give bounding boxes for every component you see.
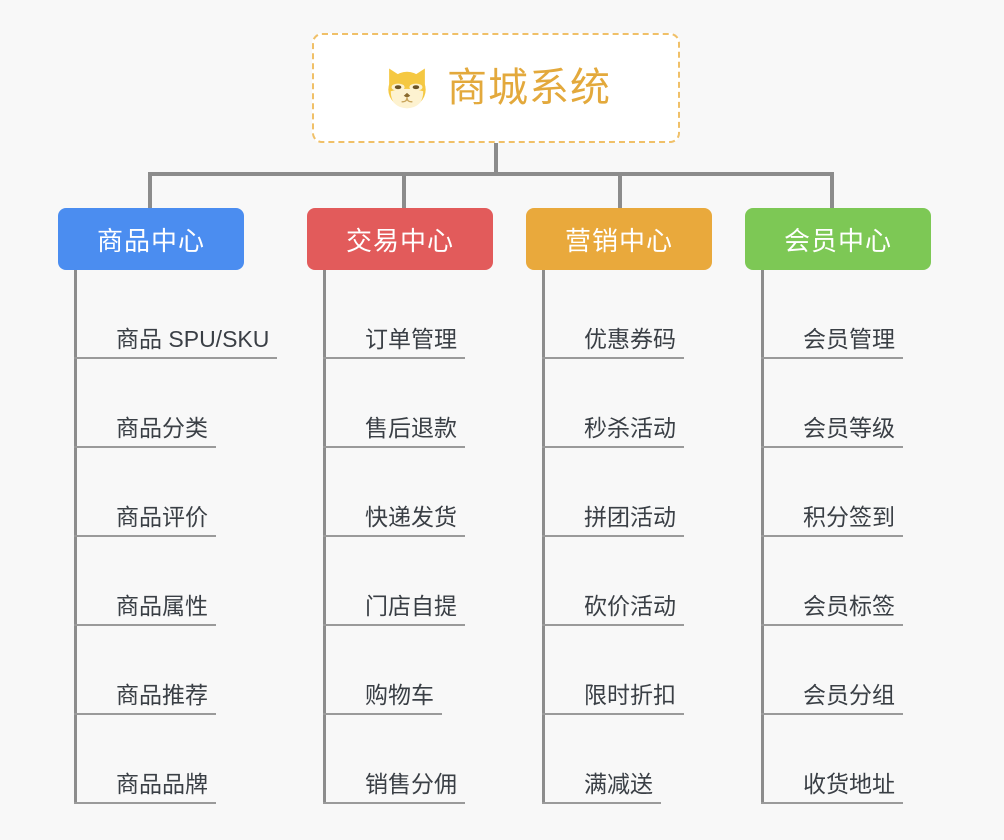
column-trade-center: 交易中心 订单管理 售后退款 快递发货 门店自提 购物车 销售分佣 xyxy=(307,208,493,804)
leaf-item[interactable]: 销售分佣 xyxy=(323,715,493,804)
leaf-item[interactable]: 商品推荐 xyxy=(74,626,277,715)
connector-stem-member-center xyxy=(830,172,834,208)
leaf-label: 拼团活动 xyxy=(576,505,684,537)
leaf-item[interactable]: 订单管理 xyxy=(323,270,493,359)
connector-stem-trade-center xyxy=(402,172,406,208)
leaf-label: 砍价活动 xyxy=(576,594,684,626)
leaf-item[interactable]: 商品属性 xyxy=(74,537,277,626)
column-marketing-center: 营销中心 优惠券码 秒杀活动 拼团活动 砍价活动 限时折扣 满减送 xyxy=(526,208,712,804)
connector-stem-product-center xyxy=(148,172,152,208)
category-label: 会员中心 xyxy=(783,225,892,256)
leaf-item[interactable]: 会员分组 xyxy=(761,626,931,715)
leaf-label: 商品品牌 xyxy=(108,772,216,804)
column-product-center: 商品中心 商品 SPU/SKU 商品分类 商品评价 商品属性 商品推荐 商品品牌 xyxy=(58,208,278,804)
leaf-label: 销售分佣 xyxy=(357,772,465,804)
root-node[interactable]: 商城系统 xyxy=(312,33,680,143)
leaf-label: 快递发货 xyxy=(357,505,465,537)
leaf-item[interactable]: 满减送 xyxy=(542,715,712,804)
leaf-item[interactable]: 拼团活动 xyxy=(542,448,712,537)
connector-horizontal-bus xyxy=(148,172,834,176)
leaf-item[interactable]: 秒杀活动 xyxy=(542,359,712,448)
leaf-item[interactable]: 积分签到 xyxy=(761,448,931,537)
leaf-label: 商品分类 xyxy=(108,416,216,448)
leaf-item[interactable]: 商品分类 xyxy=(74,359,277,448)
leaf-label: 商品推荐 xyxy=(108,683,216,715)
leaf-item[interactable]: 会员等级 xyxy=(761,359,931,448)
leaf-label: 门店自提 xyxy=(357,594,465,626)
leaf-list-product-center: 商品 SPU/SKU 商品分类 商品评价 商品属性 商品推荐 商品品牌 xyxy=(74,270,278,804)
leaf-label: 商品评价 xyxy=(108,505,216,537)
leaf-item[interactable]: 门店自提 xyxy=(323,537,493,626)
leaf-label: 积分签到 xyxy=(795,505,903,537)
leaf-label: 会员分组 xyxy=(795,683,903,715)
leaf-label: 收货地址 xyxy=(795,772,903,804)
leaf-label: 会员管理 xyxy=(795,327,903,359)
category-header-product-center[interactable]: 商品中心 xyxy=(58,208,244,270)
leaf-label: 商品 SPU/SKU xyxy=(108,327,278,359)
leaf-label: 订单管理 xyxy=(357,327,465,359)
trunk-line xyxy=(542,270,545,804)
leaf-label: 秒杀活动 xyxy=(576,416,684,448)
category-label: 交易中心 xyxy=(345,225,454,256)
leaf-item[interactable]: 会员标签 xyxy=(761,537,931,626)
leaf-item[interactable]: 售后退款 xyxy=(323,359,493,448)
leaf-item[interactable]: 砍价活动 xyxy=(542,537,712,626)
category-label: 营销中心 xyxy=(564,225,673,256)
category-header-trade-center[interactable]: 交易中心 xyxy=(307,208,493,270)
trunk-line xyxy=(74,270,77,804)
leaf-item[interactable]: 商品评价 xyxy=(74,448,277,537)
leaf-item[interactable]: 商品 SPU/SKU xyxy=(74,270,278,359)
leaf-label: 购物车 xyxy=(357,683,442,715)
leaf-list-member-center: 会员管理 会员等级 积分签到 会员标签 会员分组 收货地址 xyxy=(761,270,931,804)
connector-root-drop xyxy=(494,143,498,175)
leaf-label: 商品属性 xyxy=(108,594,216,626)
leaf-item[interactable]: 商品品牌 xyxy=(74,715,277,804)
leaf-label: 售后退款 xyxy=(357,416,465,448)
leaf-item[interactable]: 优惠券码 xyxy=(542,270,712,359)
leaf-label: 会员标签 xyxy=(795,594,903,626)
leaf-label: 满减送 xyxy=(576,772,661,804)
column-member-center: 会员中心 会员管理 会员等级 积分签到 会员标签 会员分组 收货地址 xyxy=(745,208,931,804)
connector-stem-marketing-center xyxy=(618,172,622,208)
leaf-list-trade-center: 订单管理 售后退款 快递发货 门店自提 购物车 销售分佣 xyxy=(323,270,493,804)
leaf-item[interactable]: 收货地址 xyxy=(761,715,931,804)
leaf-label: 限时折扣 xyxy=(576,683,684,715)
category-header-marketing-center[interactable]: 营销中心 xyxy=(526,208,712,270)
trunk-line xyxy=(761,270,764,804)
category-header-member-center[interactable]: 会员中心 xyxy=(745,208,931,270)
leaf-label: 会员等级 xyxy=(795,416,903,448)
leaf-item[interactable]: 会员管理 xyxy=(761,270,931,359)
category-label: 商品中心 xyxy=(96,225,205,256)
leaf-label: 优惠券码 xyxy=(576,327,684,359)
root-title: 商城系统 xyxy=(447,66,611,110)
trunk-line xyxy=(323,270,326,804)
leaf-item[interactable]: 购物车 xyxy=(323,626,493,715)
leaf-item[interactable]: 限时折扣 xyxy=(542,626,712,715)
shiba-dog-face-icon xyxy=(381,62,433,114)
leaf-list-marketing-center: 优惠券码 秒杀活动 拼团活动 砍价活动 限时折扣 满减送 xyxy=(542,270,712,804)
leaf-item[interactable]: 快递发货 xyxy=(323,448,493,537)
